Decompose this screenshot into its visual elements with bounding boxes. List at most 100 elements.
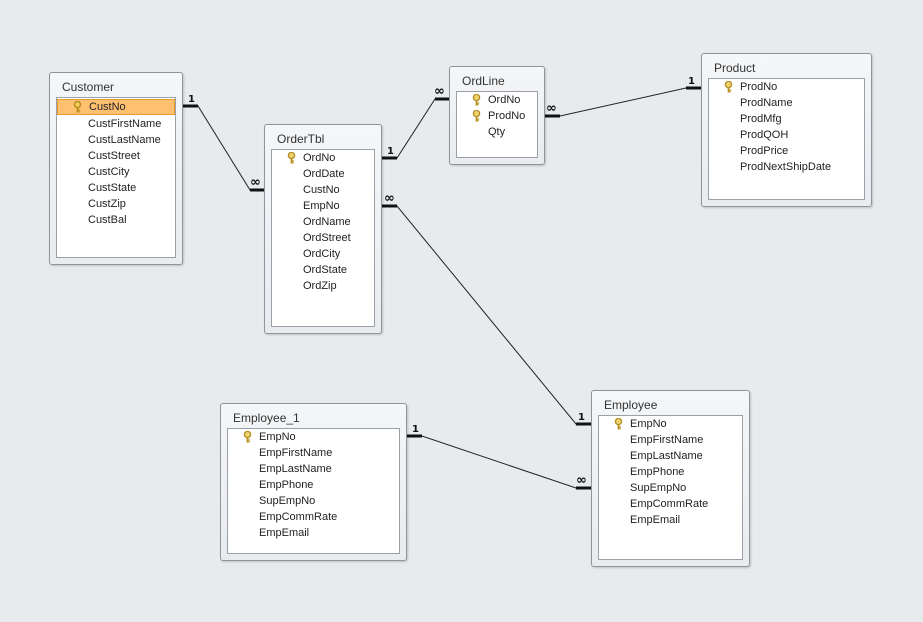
field-row[interactable]: ProdNo xyxy=(709,79,864,95)
field-name: ProdPrice xyxy=(740,145,789,157)
relationship-line-product-ordline[interactable] xyxy=(545,87,701,117)
field-row[interactable]: EmpNo xyxy=(272,198,374,214)
field-name: CustState xyxy=(88,182,137,194)
field-row[interactable]: OrdZip xyxy=(272,278,374,294)
field-row[interactable]: EmpNo xyxy=(228,429,399,445)
field-row[interactable]: OrdStreet xyxy=(272,230,374,246)
cardinality-many-label: ∞ xyxy=(384,191,395,206)
field-row[interactable]: OrdName xyxy=(272,214,374,230)
field-name: Qty xyxy=(488,126,506,138)
cardinality-one-label: 1 xyxy=(188,94,195,105)
primary-key-icon xyxy=(287,151,296,164)
field-row[interactable]: CustZip xyxy=(57,196,175,212)
field-name: SupEmpNo xyxy=(259,495,316,507)
table-title[interactable]: Product xyxy=(714,61,756,75)
field-row[interactable]: EmpEmail xyxy=(228,525,399,541)
field-row[interactable]: CustNo xyxy=(57,99,175,115)
cardinality-many-label: ∞ xyxy=(434,84,445,99)
field-name: ProdNo xyxy=(740,81,778,93)
field-row[interactable]: ProdQOH xyxy=(709,127,864,143)
field-row[interactable]: EmpFirstName xyxy=(228,445,399,461)
field-name: OrdStreet xyxy=(303,232,351,244)
field-name: EmpCommRate xyxy=(259,511,338,523)
field-name: OrdDate xyxy=(303,168,345,180)
field-row[interactable]: Qty xyxy=(457,124,537,140)
field-name: ProdNextShipDate xyxy=(740,161,832,173)
field-row[interactable]: CustState xyxy=(57,180,175,196)
field-name: EmpCommRate xyxy=(630,498,709,510)
field-row[interactable]: ProdNo xyxy=(457,108,537,124)
field-name: CustLastName xyxy=(88,134,161,146)
cardinality-one-label: 1 xyxy=(387,146,394,157)
field-name: OrdNo xyxy=(488,94,521,106)
field-row[interactable]: EmpEmail xyxy=(599,512,742,528)
field-name: ProdNo xyxy=(488,110,526,122)
primary-key-icon xyxy=(614,417,623,430)
field-row[interactable]: CustStreet xyxy=(57,148,175,164)
field-row[interactable]: EmpFirstName xyxy=(599,432,742,448)
field-row[interactable]: SupEmpNo xyxy=(599,480,742,496)
field-row[interactable]: CustFirstName xyxy=(57,116,175,132)
primary-key-icon xyxy=(724,80,733,93)
field-name: EmpFirstName xyxy=(259,447,333,459)
field-row[interactable]: EmpLastName xyxy=(599,448,742,464)
field-name: CustZip xyxy=(88,198,126,210)
table-title[interactable]: OrderTbl xyxy=(277,132,325,146)
field-row[interactable]: OrdNo xyxy=(272,150,374,166)
field-row[interactable]: ProdPrice xyxy=(709,143,864,159)
field-name: CustCity xyxy=(88,166,130,178)
field-name: EmpLastName xyxy=(259,463,332,475)
field-row[interactable]: ProdNextShipDate xyxy=(709,159,864,175)
table-title[interactable]: Customer xyxy=(62,80,115,94)
field-row[interactable]: EmpNo xyxy=(599,416,742,432)
field-name: CustNo xyxy=(89,101,126,113)
field-row[interactable]: ProdName xyxy=(709,95,864,111)
table-title[interactable]: Employee_1 xyxy=(233,411,300,425)
table-title[interactable]: OrdLine xyxy=(462,74,505,88)
field-row[interactable]: EmpLastName xyxy=(228,461,399,477)
field-name: EmpLastName xyxy=(630,450,703,462)
relationship-line-employee-ordertbl[interactable] xyxy=(382,205,591,425)
field-row[interactable]: EmpCommRate xyxy=(228,509,399,525)
field-name: CustStreet xyxy=(88,150,140,162)
field-row[interactable]: EmpPhone xyxy=(228,477,399,493)
field-name: EmpPhone xyxy=(259,479,314,491)
field-name: OrdZip xyxy=(303,280,337,292)
field-name: OrdCity xyxy=(303,248,341,260)
field-name: ProdName xyxy=(740,97,793,109)
field-name: EmpFirstName xyxy=(630,434,704,446)
cardinality-many-label: ∞ xyxy=(250,175,261,190)
field-row[interactable]: OrdState xyxy=(272,262,374,278)
relationship-line-employee1-employee[interactable] xyxy=(407,435,591,489)
field-row[interactable]: SupEmpNo xyxy=(228,493,399,509)
primary-key-icon xyxy=(243,430,252,443)
field-row[interactable]: OrdCity xyxy=(272,246,374,262)
table-title[interactable]: Employee xyxy=(604,398,658,412)
field-row[interactable]: EmpPhone xyxy=(599,464,742,480)
field-row[interactable]: CustLastName xyxy=(57,132,175,148)
field-row[interactable]: CustNo xyxy=(272,182,374,198)
field-row[interactable]: OrdDate xyxy=(272,166,374,182)
primary-key-icon xyxy=(73,100,82,113)
field-row[interactable]: ProdMfg xyxy=(709,111,864,127)
field-row[interactable]: CustBal xyxy=(57,212,175,228)
field-name: OrdName xyxy=(303,216,351,228)
field-row[interactable]: EmpCommRate xyxy=(599,496,742,512)
field-name: EmpNo xyxy=(630,418,667,430)
field-row[interactable]: OrdNo xyxy=(457,92,537,108)
cardinality-one-label: 1 xyxy=(412,424,419,435)
field-row[interactable]: CustCity xyxy=(57,164,175,180)
cardinality-many-label: ∞ xyxy=(576,473,587,488)
